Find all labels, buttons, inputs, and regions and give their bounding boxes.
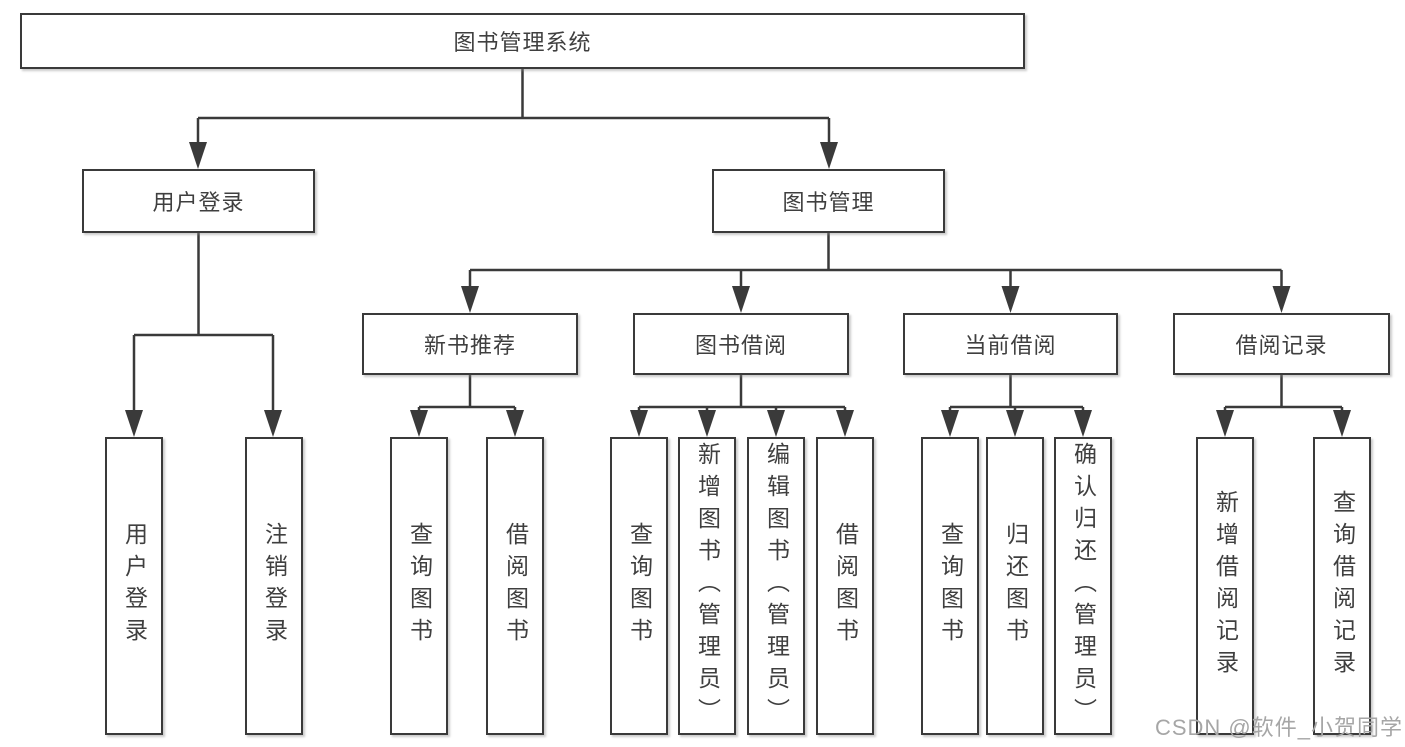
arrow-down-icon <box>410 410 428 437</box>
node-user-login: 用户登录 <box>82 169 315 233</box>
node-borrow-records: 借阅记录 <box>1173 313 1390 375</box>
leaf-confirm-return-admin: 确认归还（管理员） <box>1054 437 1112 735</box>
leaf-logout: 注销登录 <box>245 437 303 735</box>
connector-borrow-to-leaves <box>637 375 847 414</box>
connector-current-to-leaves <box>948 375 1085 414</box>
connector-root-to-level2 <box>196 69 831 146</box>
arrow-down-icon <box>1006 410 1024 437</box>
arrow-down-icon <box>264 410 282 437</box>
node-root-system: 图书管理系统 <box>20 13 1025 69</box>
leaf-query-borrow-record: 查询借阅记录 <box>1313 437 1371 735</box>
arrow-down-icon <box>1001 286 1020 313</box>
leaf-add-books-admin: 新增图书（管理员） <box>678 437 736 735</box>
node-current-borrow: 当前借阅 <box>903 313 1118 375</box>
arrow-down-icon <box>630 410 648 437</box>
arrow-down-icon <box>767 410 785 437</box>
leaf-borrow-books: 借阅图书 <box>816 437 874 735</box>
arrow-down-icon <box>836 410 854 437</box>
arrow-down-icon <box>820 142 838 169</box>
leaf-add-borrow-record: 新增借阅记录 <box>1196 437 1254 735</box>
arrow-down-icon <box>506 410 524 437</box>
arrow-down-icon <box>941 410 959 437</box>
leaf-borrow-books-recommend: 借阅图书 <box>486 437 544 735</box>
arrow-down-icon <box>1074 410 1092 437</box>
node-book-borrow: 图书借阅 <box>633 313 849 375</box>
connector-mgmt-to-level3 <box>468 233 1283 290</box>
arrow-down-icon <box>1216 410 1234 437</box>
leaf-edit-books-admin: 编辑图书（管理员） <box>747 437 805 735</box>
arrow-down-icon <box>698 410 716 437</box>
arrow-down-icon <box>732 286 750 313</box>
csdn-watermark: CSDN @软件_小贺同学 <box>1154 715 1403 740</box>
leaf-user-login: 用户登录 <box>105 437 163 735</box>
arrow-down-icon <box>125 410 143 437</box>
node-new-book-recommend: 新书推荐 <box>362 313 578 375</box>
connector-newbooks-to-leaves <box>417 375 517 414</box>
leaf-return-books: 归还图书 <box>986 437 1044 735</box>
arrow-down-icon <box>461 286 479 313</box>
leaf-query-books-borrow: 查询图书 <box>610 437 668 735</box>
arrow-down-icon <box>1333 410 1351 437</box>
arrowhead-group <box>125 142 1351 437</box>
node-book-management: 图书管理 <box>712 169 945 233</box>
arrow-down-icon <box>1272 286 1291 313</box>
arrow-down-icon <box>189 142 207 169</box>
connector-login-to-leaves <box>132 233 275 414</box>
leaf-query-books-recommend: 查询图书 <box>390 437 448 735</box>
leaf-query-books-current: 查询图书 <box>921 437 979 735</box>
connector-records-to-leaves <box>1223 375 1344 414</box>
